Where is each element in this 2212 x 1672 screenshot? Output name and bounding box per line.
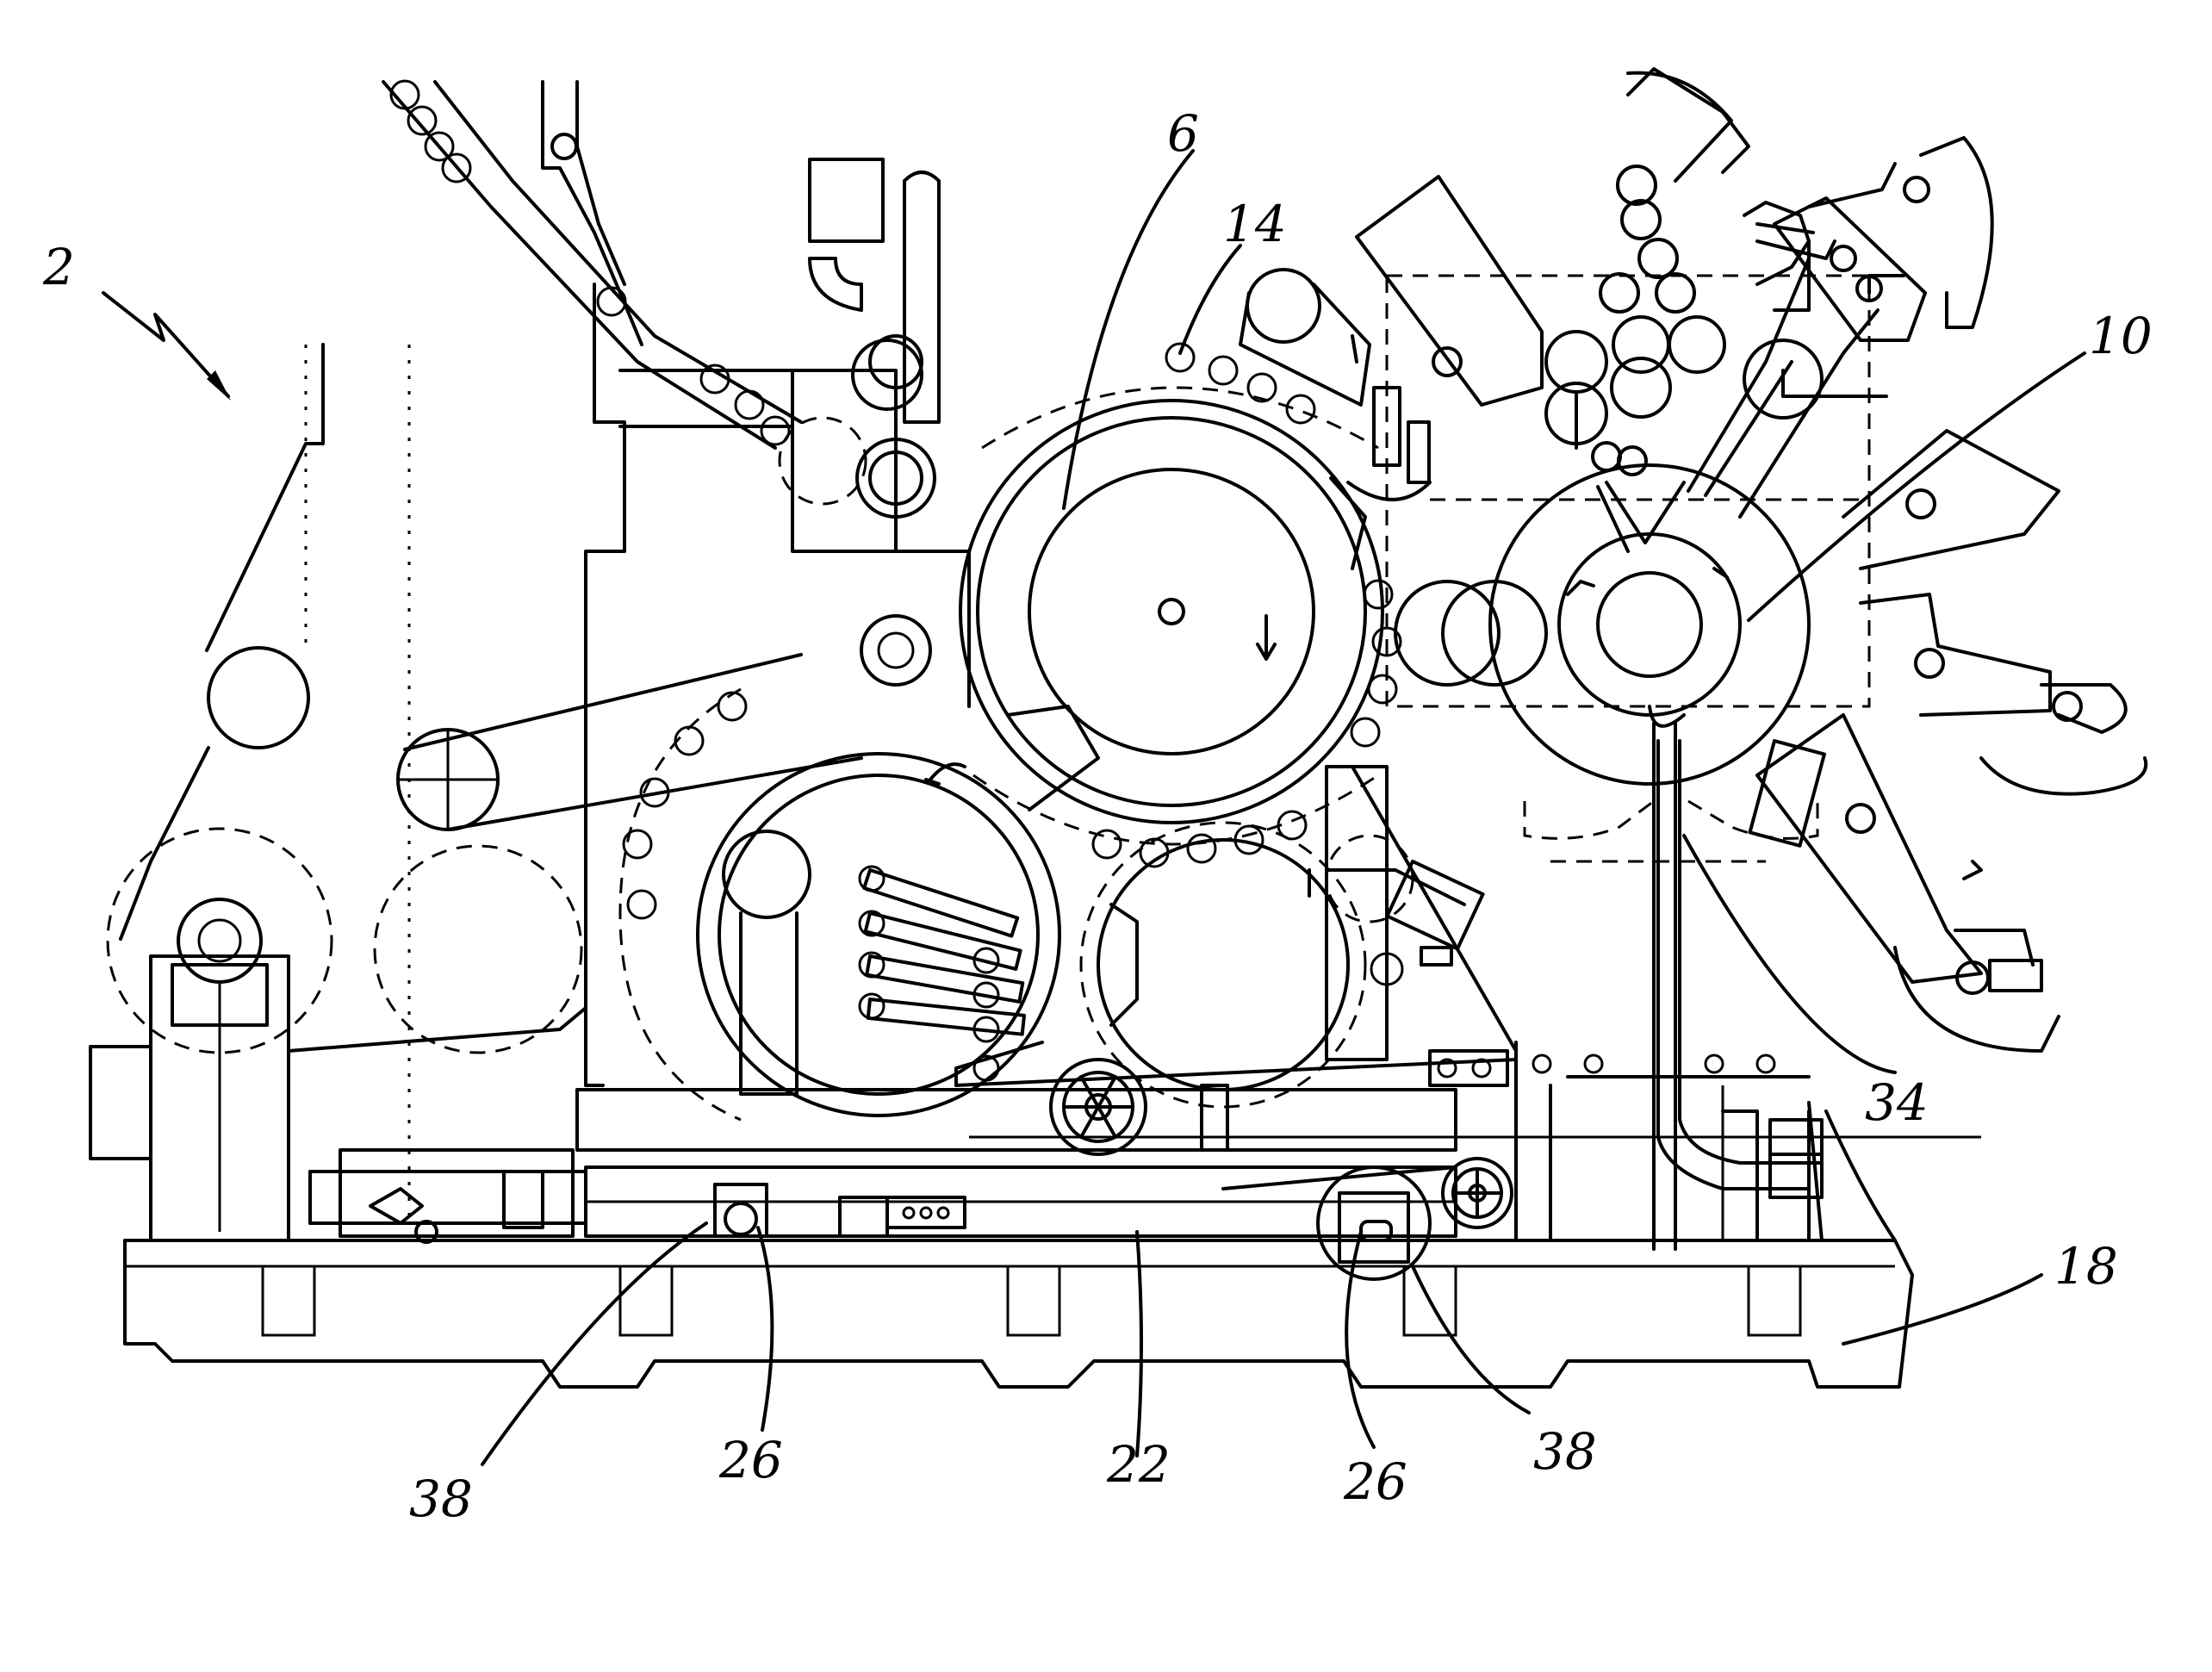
right-frame — [1430, 1042, 1895, 1240]
ref-label-2: 2 — [42, 238, 75, 296]
feed-chain — [383, 81, 939, 448]
hand-wheel-large — [1051, 1060, 1146, 1154]
ref-label-22: 22 — [1106, 1435, 1171, 1494]
inking-units — [1546, 69, 1904, 551]
ref-label-34: 34 — [1865, 1073, 1929, 1132]
lower-center-cylinder — [956, 767, 1981, 1137]
guide-wheel-right — [1318, 1167, 1430, 1279]
central-cylinder — [960, 344, 1401, 867]
ref-label-38-left: 38 — [409, 1470, 473, 1528]
ref-label-14: 14 — [1223, 195, 1287, 253]
right-drum — [1387, 276, 1886, 1249]
upper-guides — [1240, 270, 1546, 685]
ref-label-26-right: 26 — [1343, 1452, 1407, 1511]
ref-label-26-left: 26 — [718, 1431, 783, 1489]
hand-wheel-small — [1443, 1159, 1512, 1228]
carriage — [310, 1085, 1456, 1242]
ref-label-10: 10 — [2089, 307, 2153, 365]
ref-label-6: 6 — [1167, 104, 1199, 163]
ref-label-18: 18 — [2054, 1237, 2118, 1296]
unwind-stand — [90, 340, 922, 1240]
machine-base — [125, 1240, 1912, 1387]
ref-label-38-right: 38 — [1533, 1422, 1597, 1481]
